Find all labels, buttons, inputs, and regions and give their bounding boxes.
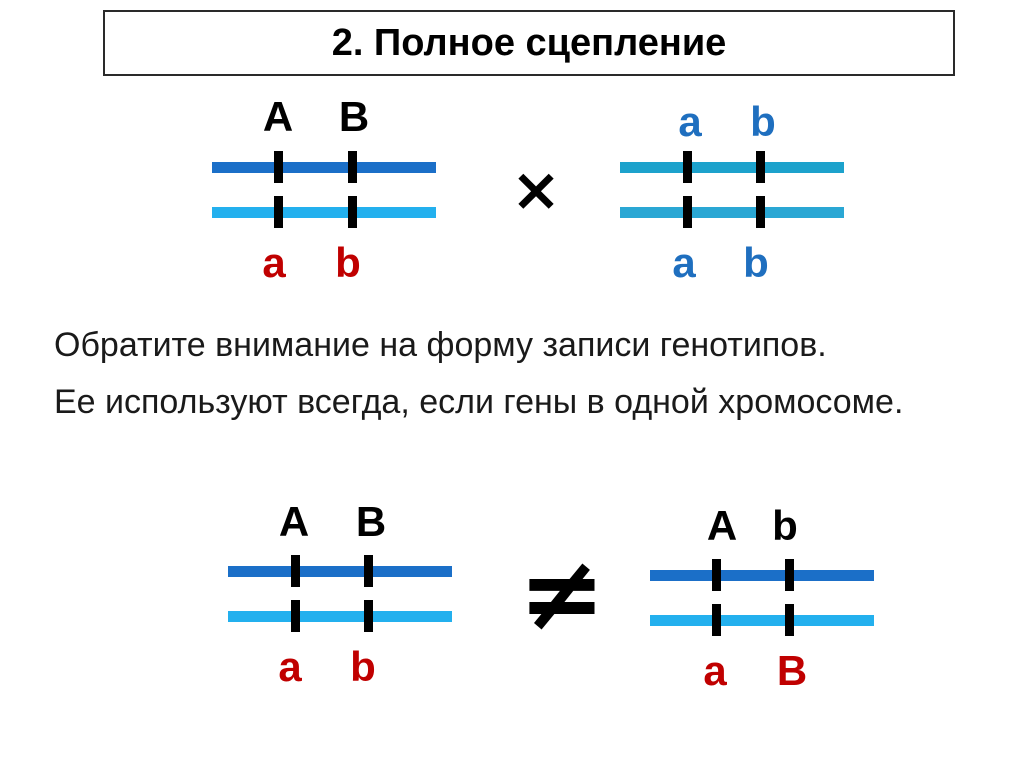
locus-mark	[785, 604, 794, 636]
locus-mark	[364, 600, 373, 632]
locus-mark	[756, 196, 765, 228]
chromosome-bar-bottom	[620, 207, 844, 218]
locus-mark	[683, 196, 692, 228]
allele-label: B	[339, 93, 369, 140]
cross-symbol: ×	[511, 155, 561, 225]
chromosome-bar-bottom	[212, 207, 436, 218]
chromosome-bar-bottom	[228, 611, 452, 622]
allele-label: B	[777, 647, 807, 694]
locus-mark	[364, 555, 373, 587]
locus-mark	[712, 604, 721, 636]
allele-label: B	[356, 498, 386, 545]
genotype-top-left: A B a b	[212, 93, 436, 286]
locus-mark	[712, 559, 721, 591]
allele-label: A	[279, 498, 309, 545]
allele-label: a	[672, 239, 696, 286]
chromosome-bar-top	[228, 566, 452, 577]
allele-label: b	[772, 502, 798, 549]
locus-mark	[274, 196, 283, 228]
allele-label: b	[335, 239, 361, 286]
genotype-bottom-right: A b a B	[650, 502, 874, 694]
genotype-bottom-left: A B a b	[228, 498, 452, 690]
chromosome-bar-top	[212, 162, 436, 173]
chromosome-bar-top	[650, 570, 874, 581]
locus-mark	[348, 151, 357, 183]
not-equal-symbol: ≠	[518, 532, 605, 654]
allele-label: a	[678, 98, 702, 145]
locus-mark	[291, 600, 300, 632]
allele-label: a	[278, 643, 302, 690]
note-genotype-form: Обратите внимание на форму записи геноти…	[54, 326, 827, 364]
allele-label: a	[703, 647, 727, 694]
genotype-top-right: a b a b	[620, 98, 844, 286]
title-box: 2. Полное сцепление	[103, 10, 955, 76]
locus-mark	[291, 555, 300, 587]
allele-label: b	[743, 239, 769, 286]
allele-label: b	[750, 98, 776, 145]
locus-mark	[274, 151, 283, 183]
chromosome-bar-top	[620, 162, 844, 173]
chromosome-bar-bottom	[650, 615, 874, 626]
note-same-chromosome: Ее используют всегда, если гены в одной …	[54, 383, 904, 421]
allele-label: a	[262, 239, 286, 286]
allele-label: A	[707, 502, 737, 549]
allele-label: A	[263, 93, 293, 140]
slide-title: 2. Полное сцепление	[331, 21, 727, 64]
locus-mark	[785, 559, 794, 591]
allele-label: b	[350, 643, 376, 690]
locus-mark	[348, 196, 357, 228]
locus-mark	[683, 151, 692, 183]
locus-mark	[756, 151, 765, 183]
